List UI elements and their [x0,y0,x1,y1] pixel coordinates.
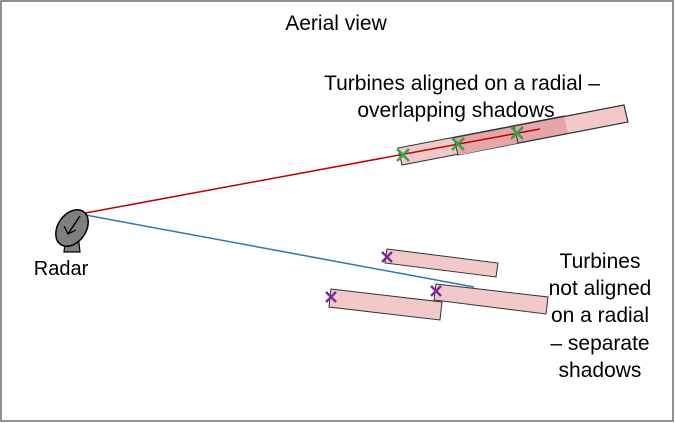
shadow-aligned-overlap [455,117,568,155]
radial-separate [79,213,475,288]
purple-x-marker-icon [325,291,337,303]
aligned-turbines [396,126,524,162]
separate-label-line-2: not aligned [549,277,652,300]
shadow-aligned-3 [513,104,629,144]
radial-aligned [79,128,541,215]
separate-label-line-1: Turbines [560,250,641,273]
aligned-label-line-1: Turbines aligned on a radial – [324,72,600,95]
green-x-marker-icon [396,148,410,162]
purple-x-marker-icon [381,251,393,263]
separate-shadows [328,248,549,321]
shadow-separate-1 [384,248,499,278]
separate-label: Turbines not aligned on a radial – separ… [549,250,652,382]
radar-dish-icon [55,209,89,253]
aligned-shadows [397,104,629,166]
purple-x-marker-icon [430,285,442,297]
green-x-marker-icon [451,137,465,151]
shadow-separate-2 [328,288,443,321]
radar-label: Radar [34,258,89,280]
diagram-title: Aerial view [285,12,387,35]
aligned-label: Turbines aligned on a radial – overlappi… [324,72,600,122]
aligned-label-line-2: overlapping shadows [357,99,554,122]
separate-label-line-4: – separate [550,332,649,355]
green-x-marker-icon [510,126,524,140]
separate-label-line-5: shadows [559,359,642,382]
separate-label-line-3: on a radial [551,304,649,327]
shadow-separate-3 [433,283,549,315]
separate-turbines [325,251,442,303]
